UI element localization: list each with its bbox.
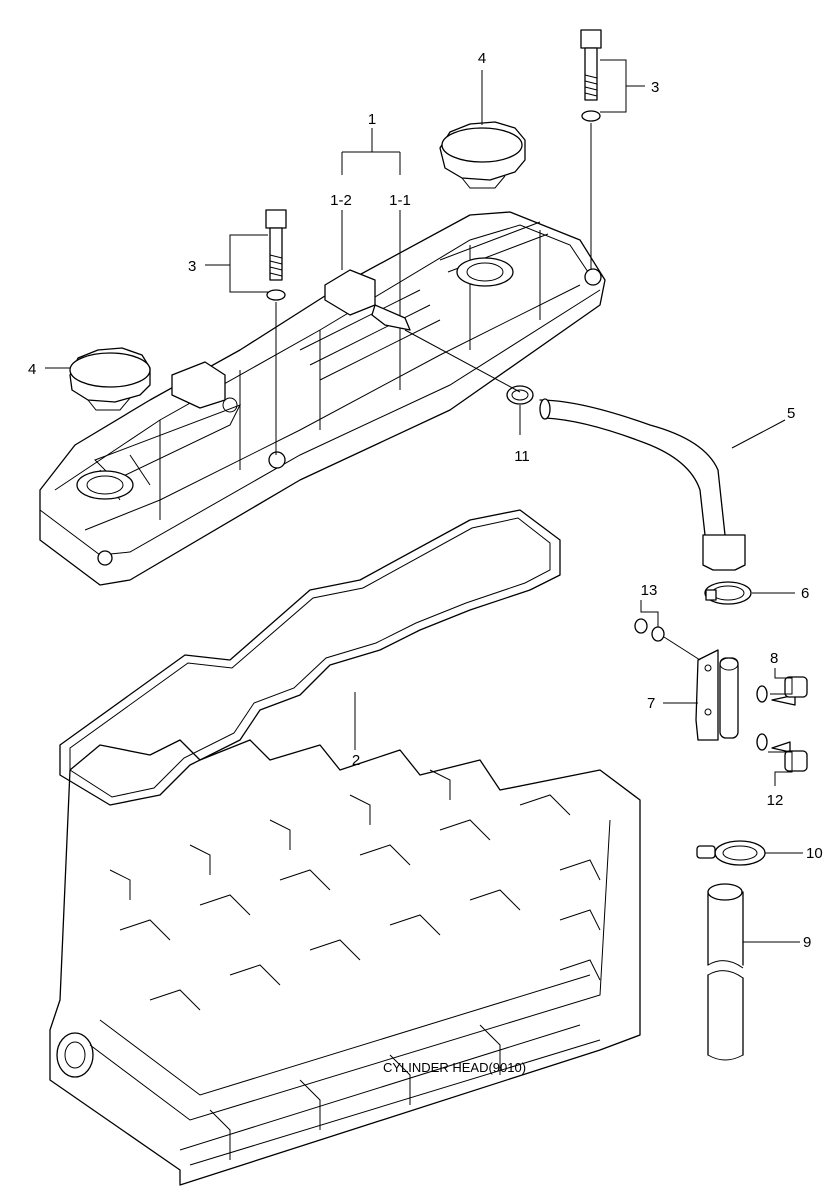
- leader-lines: [45, 59, 803, 943]
- callout-1: 1: [368, 111, 376, 128]
- callout-10: 10: [806, 845, 823, 862]
- callout-2: 2: [352, 752, 360, 769]
- callout-13: 13: [641, 582, 658, 599]
- callout-5: 5: [787, 405, 795, 422]
- callout-7: 7: [647, 695, 655, 712]
- cylinder-head-caption: CYLINDER HEAD(9010): [383, 1060, 526, 1075]
- callout-3-top: 3: [651, 79, 659, 96]
- oil-cap-left-drawing: [69, 347, 151, 411]
- breather-hose-drawing: [539, 398, 746, 571]
- callout-6: 6: [801, 585, 809, 602]
- callout-3-left: 3: [188, 258, 196, 275]
- hose-clamp-6-drawing: [704, 581, 752, 605]
- rocker-cover-drawing: [39, 211, 606, 586]
- clamp-10-drawing: [696, 840, 766, 866]
- callout-8: 8: [770, 650, 778, 667]
- callout-1-1: 1-1: [389, 192, 411, 209]
- bracket-assembly-drawing: [634, 618, 808, 772]
- gasket-drawing: [59, 509, 561, 806]
- cylinder-head-drawing: [49, 739, 641, 1186]
- oil-cap-top-drawing: [439, 121, 526, 189]
- callout-4-top: 4: [478, 50, 486, 67]
- callout-1-2: 1-2: [330, 192, 352, 209]
- callout-4-left: 4: [28, 361, 36, 378]
- bolt-top-drawing: [580, 29, 602, 122]
- callout-11: 11: [514, 448, 530, 465]
- bolt-left-drawing: [265, 209, 287, 301]
- pipe-9-drawing: [707, 883, 744, 1061]
- callout-9: 9: [803, 934, 811, 951]
- callout-12: 12: [767, 792, 784, 809]
- callout-labels: 1 1-2 1-1 2 3 3 4 4 5 6 7 8 9 10 11 12 1…: [28, 50, 823, 1075]
- hose-clamp-11-drawing: [506, 385, 534, 405]
